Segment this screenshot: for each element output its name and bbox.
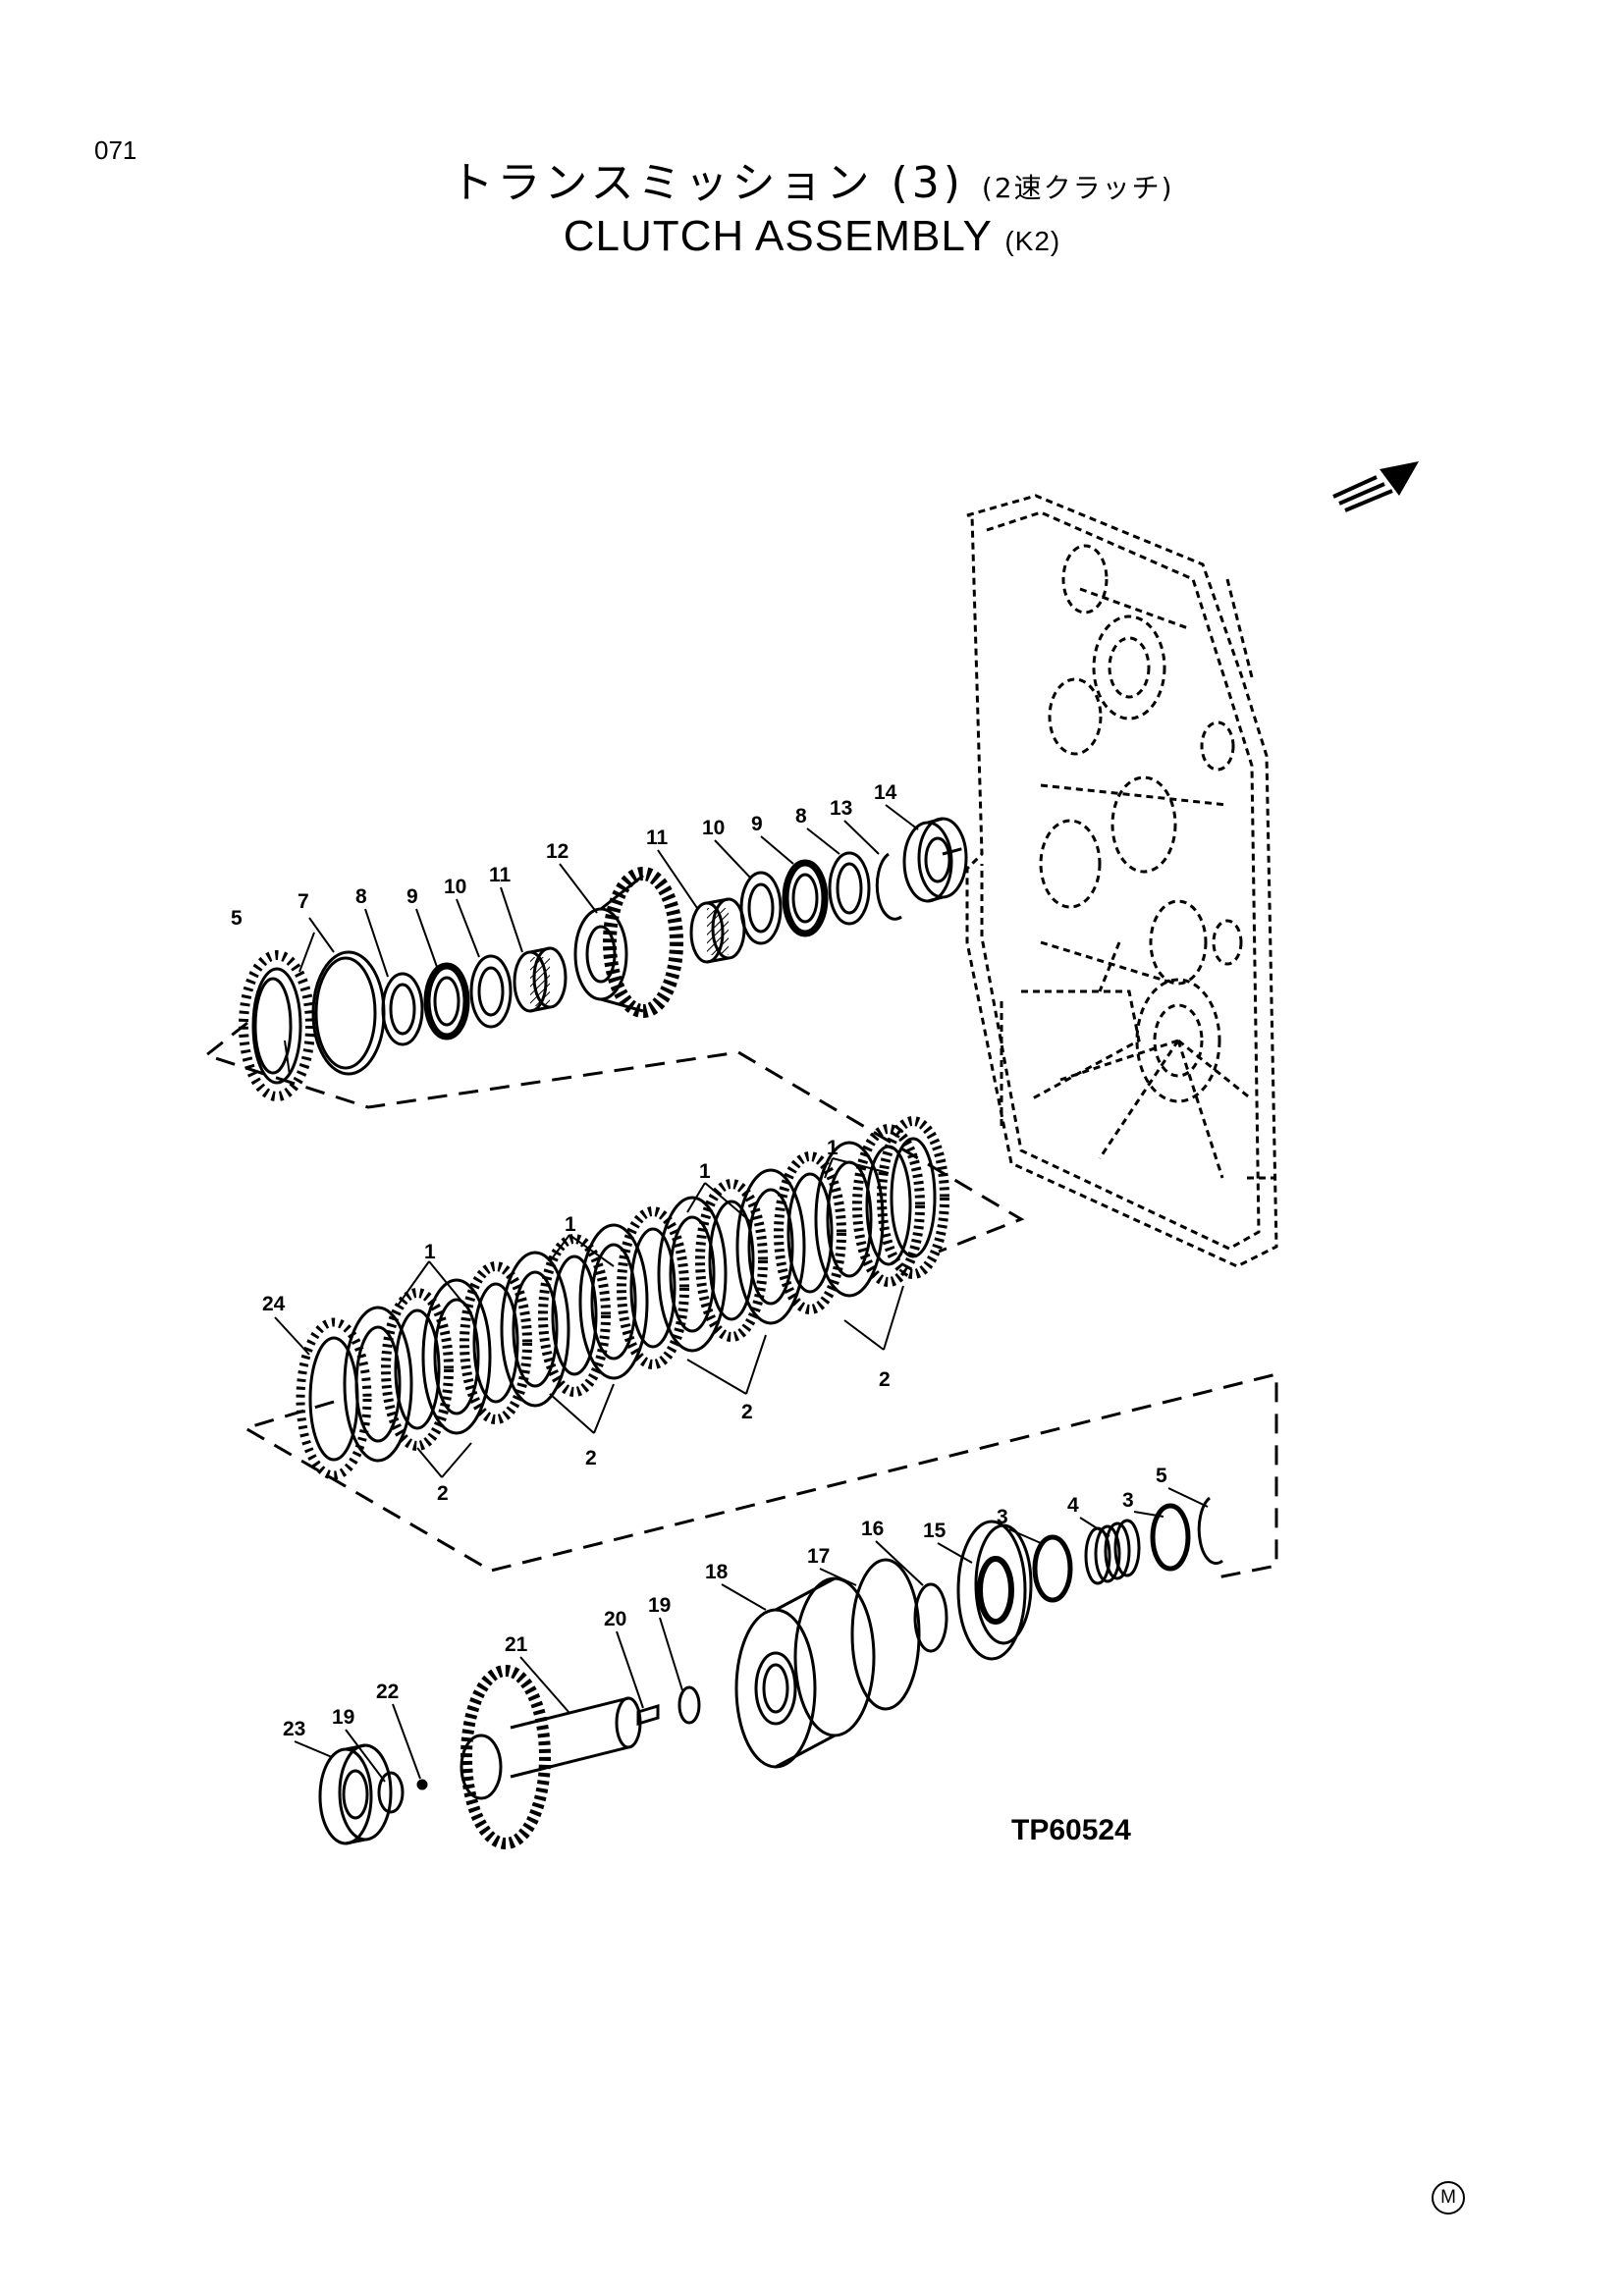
page-number: 071 bbox=[94, 135, 137, 165]
title-japanese: トランスミッション (3) (2速クラッチ) bbox=[0, 147, 1624, 210]
callout-2-d: 2 bbox=[879, 1368, 891, 1391]
callout-10-upper: 10 bbox=[444, 876, 466, 898]
callout-18: 18 bbox=[705, 1561, 729, 1583]
callout-2-b: 2 bbox=[585, 1447, 597, 1469]
callout-9-right: 9 bbox=[751, 813, 763, 835]
title-jp-main: トランスミッション (3) bbox=[450, 158, 964, 208]
leader-lines-1-2 bbox=[284, 932, 904, 1478]
callout-2-a: 2 bbox=[437, 1482, 449, 1505]
callout-2-c: 2 bbox=[741, 1401, 753, 1423]
part-11-needle-bearing-right bbox=[689, 897, 746, 964]
part-23-bearing bbox=[318, 1743, 393, 1845]
callout-16: 16 bbox=[861, 1518, 884, 1540]
part-14-bearing bbox=[902, 817, 968, 903]
transmission-housing bbox=[965, 494, 1278, 1268]
callout-3-left: 3 bbox=[997, 1506, 1008, 1528]
callout-15: 15 bbox=[923, 1520, 947, 1542]
callout-24: 24 bbox=[262, 1293, 286, 1315]
part-9-bearing-race bbox=[423, 962, 470, 1041]
callout-numbers: 5 7 8 9 10 11 12 11 10 9 8 13 14 1 1 1 1… bbox=[231, 781, 1167, 1740]
part-8-ring bbox=[381, 972, 424, 1046]
part-10-washer bbox=[469, 954, 513, 1029]
part-13-snap-ring bbox=[875, 852, 902, 921]
callout-1-c: 1 bbox=[699, 1160, 711, 1183]
callout-19-lower: 19 bbox=[332, 1706, 354, 1729]
callout-13: 13 bbox=[830, 797, 852, 820]
callout-5-lower: 5 bbox=[1156, 1465, 1167, 1487]
callout-9-upper: 9 bbox=[406, 885, 418, 908]
callout-20: 20 bbox=[604, 1608, 626, 1630]
title-en-sub: (K2) bbox=[1004, 226, 1061, 256]
part-7-ring bbox=[311, 950, 386, 1076]
title-english: CLUTCH ASSEMBLY (K2) bbox=[0, 212, 1624, 261]
clutch-disc-pack bbox=[296, 1116, 949, 1480]
callout-7: 7 bbox=[298, 890, 309, 913]
corner-mark: M bbox=[1432, 2181, 1465, 2215]
leader-lines bbox=[274, 804, 1209, 1783]
title-jp-sub: (2速クラッチ) bbox=[981, 172, 1174, 204]
part-21-gear-shaft bbox=[460, 1665, 642, 1849]
part-4-spring bbox=[1084, 1519, 1141, 1585]
figure-reference: TP60524 bbox=[1011, 1814, 1131, 1846]
upper-parts-row bbox=[239, 817, 968, 1101]
callout-22: 22 bbox=[376, 1681, 399, 1703]
direction-arrow-icon bbox=[1332, 461, 1419, 512]
callout-19-upper: 19 bbox=[648, 1594, 671, 1617]
callout-23: 23 bbox=[283, 1718, 305, 1740]
part-15-piston bbox=[956, 1520, 1033, 1661]
callout-3-right: 3 bbox=[1122, 1489, 1134, 1512]
callout-12: 12 bbox=[546, 840, 568, 863]
callout-21: 21 bbox=[505, 1633, 528, 1656]
callout-17: 17 bbox=[807, 1545, 830, 1568]
callout-8-right: 8 bbox=[795, 805, 807, 828]
part-5-snap-ring bbox=[239, 950, 315, 1101]
part-12-gear bbox=[573, 867, 683, 1018]
title-en-main: CLUTCH ASSEMBLY bbox=[563, 212, 993, 260]
part-17-disc bbox=[850, 1558, 921, 1711]
callout-10-right: 10 bbox=[702, 817, 725, 839]
lower-parts-row bbox=[318, 1496, 1223, 1849]
callout-1-b: 1 bbox=[565, 1213, 576, 1236]
callout-14: 14 bbox=[874, 781, 897, 804]
part-11-needle-bearing bbox=[513, 946, 568, 1013]
callout-4: 4 bbox=[1067, 1494, 1079, 1517]
callout-5-upper: 5 bbox=[231, 907, 243, 930]
callout-11-upper: 11 bbox=[489, 864, 512, 886]
callout-1-d: 1 bbox=[827, 1137, 839, 1159]
callout-8-upper: 8 bbox=[355, 885, 367, 908]
part-18-carrier bbox=[734, 1576, 876, 1769]
callout-1-a: 1 bbox=[424, 1241, 436, 1263]
callout-11-right: 11 bbox=[646, 827, 669, 849]
